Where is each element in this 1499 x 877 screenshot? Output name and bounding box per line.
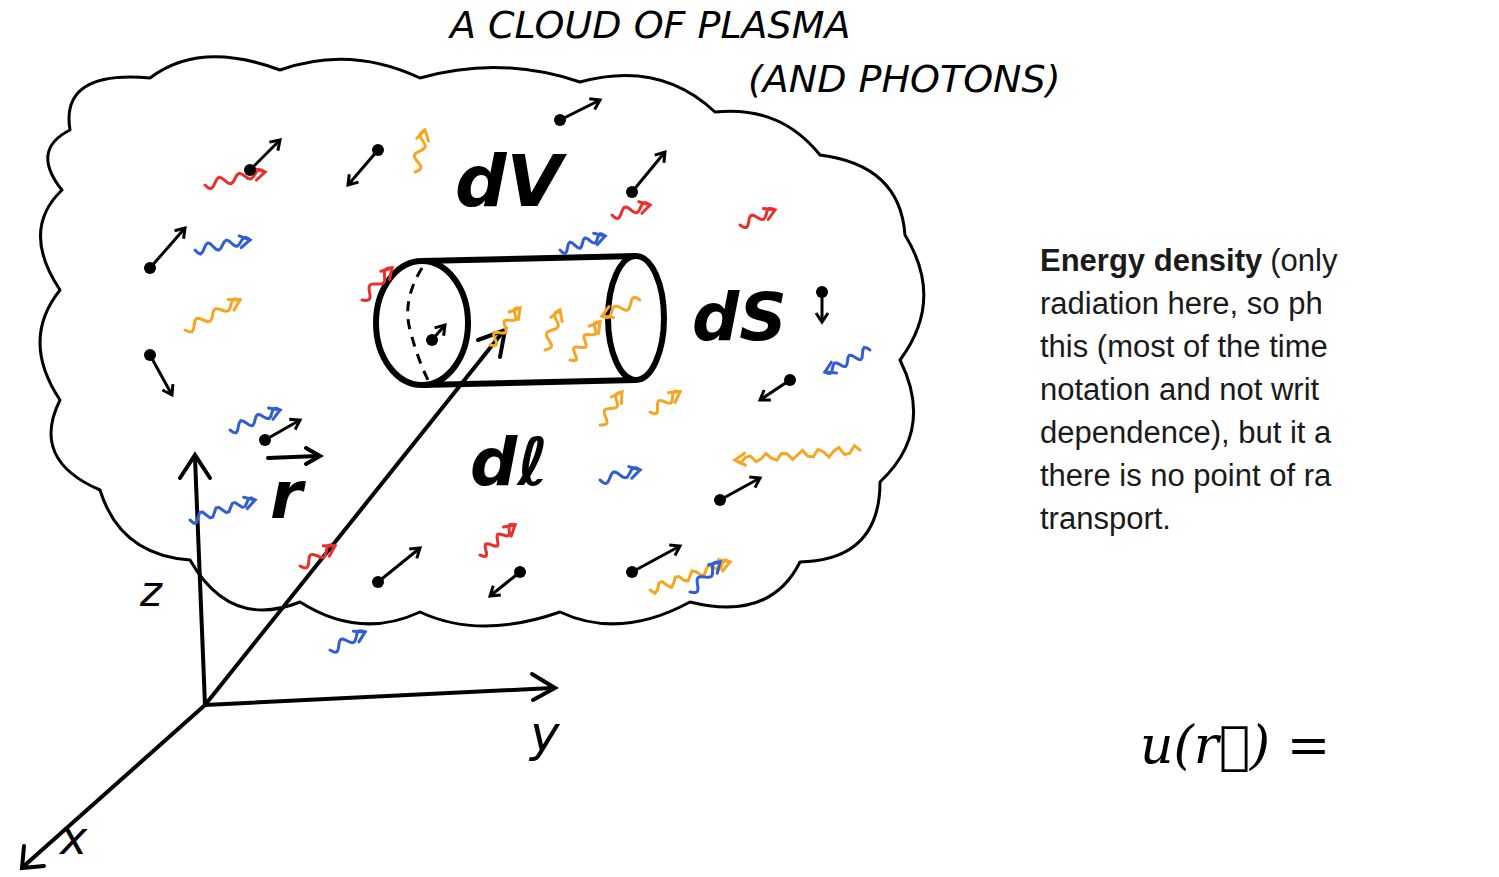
- cloud-title: A CLOUD OF PLASMA: [450, 4, 851, 48]
- particle-velocity: [821, 292, 824, 322]
- particle-velocity: [632, 152, 665, 192]
- particle-velocity: [150, 355, 172, 395]
- plasma-particles: [144, 99, 828, 596]
- particle-head: [162, 384, 173, 395]
- particle-head: [490, 586, 501, 596]
- photon-head: [589, 322, 600, 334]
- note-text: there is no point of ra: [1040, 458, 1331, 494]
- photon-squiggles: [185, 130, 870, 652]
- photon-head: [551, 310, 562, 322]
- axis-label: x: [60, 812, 87, 865]
- formula: u(r⃗) =: [1140, 716, 1330, 776]
- photon-head: [594, 233, 605, 245]
- photon-head: [668, 392, 680, 403]
- note-text: dependence), but it a: [1040, 415, 1331, 451]
- particle-head: [289, 419, 300, 429]
- axis-label: y: [530, 706, 560, 764]
- particle-velocity: [378, 548, 420, 582]
- particle-velocity: [432, 325, 445, 340]
- particle-velocity: [348, 150, 378, 185]
- coordinate-axes: [22, 330, 555, 868]
- photon: [690, 562, 720, 593]
- photon-head: [381, 268, 392, 279]
- particle-velocity: [250, 140, 280, 170]
- photon-head: [629, 467, 640, 479]
- photon-head: [353, 631, 365, 642]
- photon-head: [504, 525, 516, 536]
- particle-head: [655, 152, 665, 163]
- photon-head: [509, 308, 520, 320]
- photon-head: [735, 453, 745, 465]
- axis-label: z: [140, 568, 162, 616]
- particle-velocity: [632, 546, 680, 572]
- particle-head: [760, 390, 771, 400]
- volume-cylinder: [376, 256, 664, 385]
- particle-velocity: [265, 420, 300, 440]
- photon-head: [763, 208, 775, 219]
- photon: [300, 545, 335, 568]
- note-text: (only: [1270, 243, 1337, 279]
- photon-head: [228, 300, 240, 311]
- photon: [600, 392, 622, 425]
- photon-head: [612, 392, 623, 404]
- photon: [570, 322, 600, 361]
- note-text: transport.: [1040, 501, 1171, 537]
- length-label: dℓ: [470, 425, 548, 501]
- photon-head: [323, 546, 335, 556]
- particle-head: [409, 548, 420, 558]
- note-text: radiation here, so ph: [1040, 286, 1323, 322]
- photon: [650, 391, 680, 414]
- photon-head: [244, 497, 255, 509]
- particle-head: [669, 545, 680, 556]
- photon-head: [417, 130, 429, 141]
- particle-head: [749, 477, 760, 488]
- photon-head: [639, 202, 650, 214]
- photon-head: [269, 408, 281, 419]
- photon: [185, 299, 240, 332]
- photon: [230, 408, 280, 433]
- particle-head: [269, 140, 280, 151]
- photon: [740, 208, 775, 227]
- photon: [490, 308, 520, 346]
- photon: [330, 631, 365, 653]
- plasma-cloud: [40, 57, 924, 626]
- photon-head: [825, 362, 837, 373]
- volume-label: dV: [455, 140, 562, 223]
- particle-velocity: [720, 478, 760, 500]
- particle-head: [435, 325, 445, 336]
- cloud-title: (AND PHOTONS): [748, 58, 1060, 102]
- particle-velocity: [490, 572, 520, 596]
- photon: [602, 297, 640, 317]
- particle-velocity: [760, 380, 790, 400]
- photon: [480, 524, 515, 556]
- particle-head: [175, 228, 185, 239]
- photon-head: [602, 307, 614, 318]
- photon-head: [709, 562, 720, 573]
- photon: [362, 268, 392, 300]
- position-vector-label: r: [270, 458, 303, 534]
- particle-head: [816, 313, 828, 322]
- photon: [825, 348, 870, 374]
- note-text: notation and not writ: [1040, 372, 1319, 408]
- note-text: Energy density: [1040, 243, 1262, 279]
- photon: [560, 234, 605, 254]
- particle-head: [348, 174, 358, 185]
- photon: [735, 446, 860, 463]
- photon: [612, 203, 650, 219]
- particle-velocity: [560, 100, 600, 120]
- particle-velocity: [150, 228, 185, 268]
- surface-label: dS: [692, 280, 787, 356]
- note-text: this (most of the time: [1040, 329, 1328, 365]
- photon: [190, 498, 255, 523]
- photon: [650, 560, 730, 593]
- photon-head: [239, 236, 250, 248]
- particle-head: [589, 99, 600, 110]
